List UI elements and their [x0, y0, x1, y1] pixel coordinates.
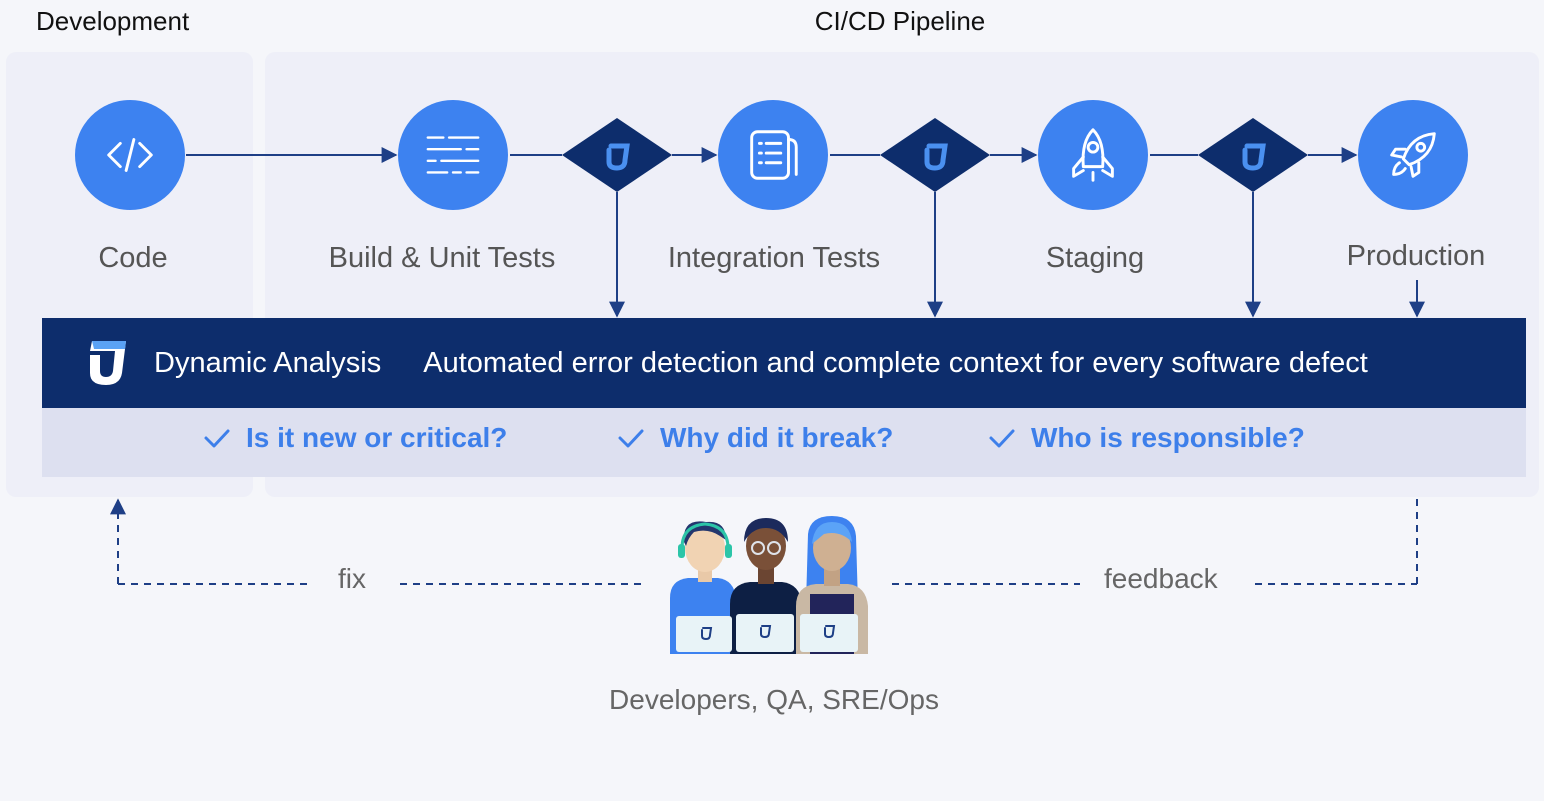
check-label: Why did it break?: [660, 422, 894, 453]
stage-label-build: Build & Unit Tests: [328, 242, 556, 274]
banner-title: Dynamic Analysis: [154, 346, 382, 379]
check-item: Is it new or critical?: [202, 422, 507, 454]
check-item: Who is responsible?: [987, 422, 1305, 454]
build-list-icon: [426, 136, 480, 174]
team-illustration: [670, 516, 868, 654]
feedback-label: feedback: [1090, 563, 1232, 595]
team-caption: Developers, QA, SRE/Ops: [609, 684, 939, 715]
analysis-gate: [562, 118, 672, 192]
integration-stage-circle: [718, 100, 828, 210]
dynamic-analysis-logo-icon: [90, 341, 126, 385]
stage-label-staging: Staging: [1045, 242, 1145, 274]
analysis-gate: [880, 118, 990, 192]
laptop-icon: [676, 614, 858, 652]
build-stage-circle: [398, 100, 508, 210]
check-item: Why did it break?: [616, 422, 893, 454]
production-stage-circle: [1358, 100, 1468, 210]
section-title-pipeline: CI/CD Pipeline: [814, 6, 986, 36]
fix-label: fix: [324, 563, 380, 595]
check-label: Is it new or critical?: [246, 422, 508, 453]
document-icon: [750, 130, 798, 180]
checkmark-icon: [989, 429, 1015, 448]
dynamic-analysis-banner: Dynamic Analysis Automated error detecti…: [42, 318, 1526, 408]
check-label: Who is responsible?: [1031, 422, 1305, 453]
section-title-development: Development: [36, 6, 190, 36]
checkmark-icon: [618, 429, 644, 448]
analysis-gate: [1198, 118, 1308, 192]
dynamic-analysis-logo-icon: [606, 143, 1266, 171]
stage-label-integration: Integration Tests: [667, 242, 881, 274]
stage-label-code: Code: [98, 242, 168, 274]
code-stage-circle: [75, 100, 185, 210]
banner-description: Automated error detection and complete c…: [423, 346, 1368, 379]
staging-stage-circle: [1038, 100, 1148, 210]
checkmark-icon: [204, 429, 230, 448]
code-icon: [107, 138, 153, 172]
rocket-launch-icon: [1390, 132, 1436, 178]
checks-band: [42, 408, 1526, 477]
rocket-icon: [1072, 128, 1114, 182]
stage-label-production: Production: [1346, 240, 1486, 272]
